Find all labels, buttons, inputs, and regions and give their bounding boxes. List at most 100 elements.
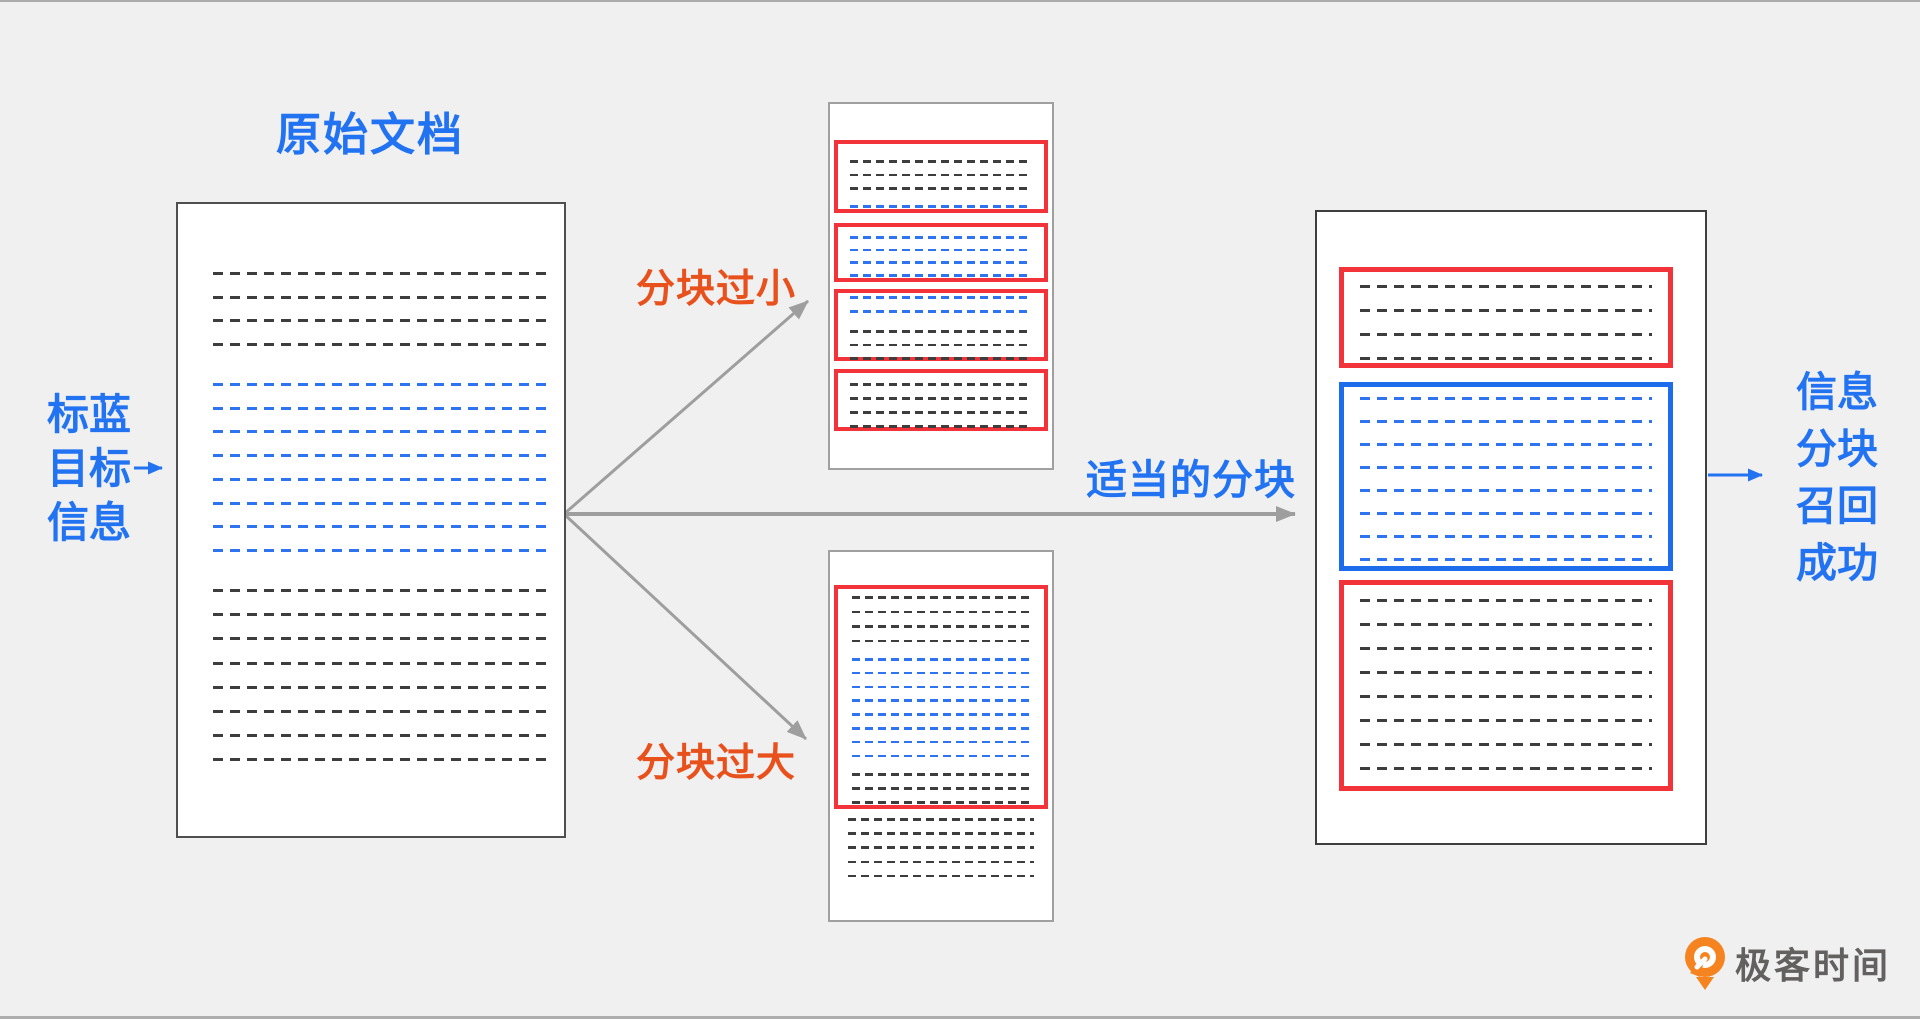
dashed-text-line xyxy=(850,236,1032,239)
dashed-text-line xyxy=(1360,309,1652,312)
dashed-text-line xyxy=(1360,647,1652,650)
dashed-text-line xyxy=(850,296,1032,299)
dashed-text-line xyxy=(852,754,1030,758)
dashed-text-line xyxy=(848,860,1034,864)
dashed-text-line xyxy=(213,454,550,458)
dashed-text-line xyxy=(852,610,1030,613)
dashed-text-line xyxy=(850,173,1032,176)
dashed-text-line xyxy=(852,713,1030,716)
dashed-text-line xyxy=(1360,466,1652,469)
dashed-text-line xyxy=(852,596,1030,599)
dashed-text-line xyxy=(213,685,550,689)
dashed-text-line xyxy=(850,357,1032,360)
target-info-label-line1: 标蓝 xyxy=(46,391,131,438)
arrow-to-large-chunks xyxy=(562,512,808,741)
dashed-text-line xyxy=(213,734,550,738)
dashed-text-line xyxy=(213,637,550,641)
page-title: 原始文档 xyxy=(275,109,464,160)
small-chunk-2 xyxy=(834,223,1048,282)
dashed-text-line xyxy=(213,477,550,481)
dashed-text-line xyxy=(850,187,1032,190)
recall-success-label-line4: 成功 xyxy=(1796,540,1878,586)
dashed-text-line xyxy=(848,874,1034,878)
target-info-label: 标蓝 目标 信息 xyxy=(36,388,142,550)
dashed-text-line xyxy=(1360,443,1652,446)
dashed-text-line xyxy=(1360,695,1652,698)
recall-success-label-line2: 分块 xyxy=(1796,426,1878,472)
dashed-text-line xyxy=(213,272,550,275)
dashed-text-line xyxy=(1360,397,1652,400)
dashed-text-line xyxy=(1360,767,1652,770)
dashed-text-line xyxy=(1360,512,1652,515)
dashed-text-line xyxy=(213,589,550,592)
dashed-text-line xyxy=(852,801,1030,804)
dashed-text-line xyxy=(213,430,550,434)
dashed-text-line xyxy=(850,425,1032,428)
dashed-text-line xyxy=(852,658,1030,661)
dashed-text-line xyxy=(850,261,1032,264)
dashed-text-line xyxy=(852,639,1030,642)
dashed-text-line xyxy=(852,773,1030,776)
dashed-text-line xyxy=(1360,599,1652,602)
dashed-text-line xyxy=(852,787,1030,790)
context-chunk-top xyxy=(1339,267,1673,368)
geektime-logo-icon xyxy=(1685,937,1725,990)
dashed-text-line xyxy=(850,411,1032,414)
dashed-text-line xyxy=(850,383,1032,386)
dashed-text-line xyxy=(213,758,550,762)
dashed-text-line xyxy=(848,846,1034,849)
dashed-text-line xyxy=(1360,558,1652,561)
arrow-to-small-chunks xyxy=(563,299,809,516)
recall-success-label-line3: 召回 xyxy=(1796,483,1878,529)
dashed-text-line xyxy=(1360,535,1652,538)
dashed-text-line xyxy=(1360,719,1652,722)
dashed-text-line xyxy=(213,613,550,617)
dashed-text-line xyxy=(850,343,1032,346)
recall-success-label: 信息 分块 召回 成功 xyxy=(1786,364,1888,592)
dashed-text-line xyxy=(213,295,550,299)
dashed-text-line xyxy=(213,525,550,529)
dashed-text-line xyxy=(213,501,550,505)
small-chunk-3 xyxy=(834,289,1048,361)
dashed-text-line xyxy=(852,671,1030,675)
dashed-text-line xyxy=(852,685,1030,689)
dashed-text-line xyxy=(850,160,1032,163)
dashed-text-line xyxy=(852,727,1030,730)
original-document xyxy=(176,202,566,838)
dashed-text-line xyxy=(850,397,1032,400)
context-chunk-bottom xyxy=(1339,580,1673,791)
dashed-text-line xyxy=(213,406,550,410)
dashed-text-line xyxy=(850,205,1032,208)
dashed-text-line xyxy=(213,548,550,552)
target-info-label-line2: 目标 xyxy=(46,445,131,492)
dashed-text-line xyxy=(1360,420,1652,423)
dashed-text-line xyxy=(213,710,550,713)
dashed-text-line xyxy=(852,699,1030,702)
chunks-too-small-document xyxy=(828,102,1054,470)
small-chunk-4 xyxy=(834,369,1048,431)
dashed-text-line xyxy=(1360,623,1652,626)
dashed-text-line xyxy=(850,330,1032,333)
dashed-text-line xyxy=(850,274,1032,277)
dashed-text-line xyxy=(850,248,1032,252)
chunks-too-large-document xyxy=(828,550,1054,922)
dashed-text-line xyxy=(1360,671,1652,674)
chunks-too-large-label: 分块过大 xyxy=(636,742,797,785)
brand: 极客时间 xyxy=(1684,936,1891,994)
recall-success-label-line1: 信息 xyxy=(1796,369,1878,415)
dashed-text-line xyxy=(848,832,1034,835)
target-info-label-line3: 信息 xyxy=(46,499,131,546)
dashed-text-line xyxy=(1360,333,1652,336)
dashed-text-line xyxy=(213,661,550,665)
large-chunk xyxy=(834,585,1048,809)
dashed-text-line xyxy=(1360,285,1652,288)
chunks-too-small-label: 分块过小 xyxy=(636,268,797,311)
target-info-chunk xyxy=(1339,382,1673,571)
brand-name: 极客时间 xyxy=(1735,945,1892,986)
dashed-text-line xyxy=(848,818,1034,821)
dashed-text-line xyxy=(850,310,1032,313)
dashed-text-line xyxy=(852,625,1030,628)
dashed-text-line xyxy=(1360,357,1652,360)
dashed-text-line xyxy=(213,342,550,346)
dashed-text-line xyxy=(213,319,550,323)
